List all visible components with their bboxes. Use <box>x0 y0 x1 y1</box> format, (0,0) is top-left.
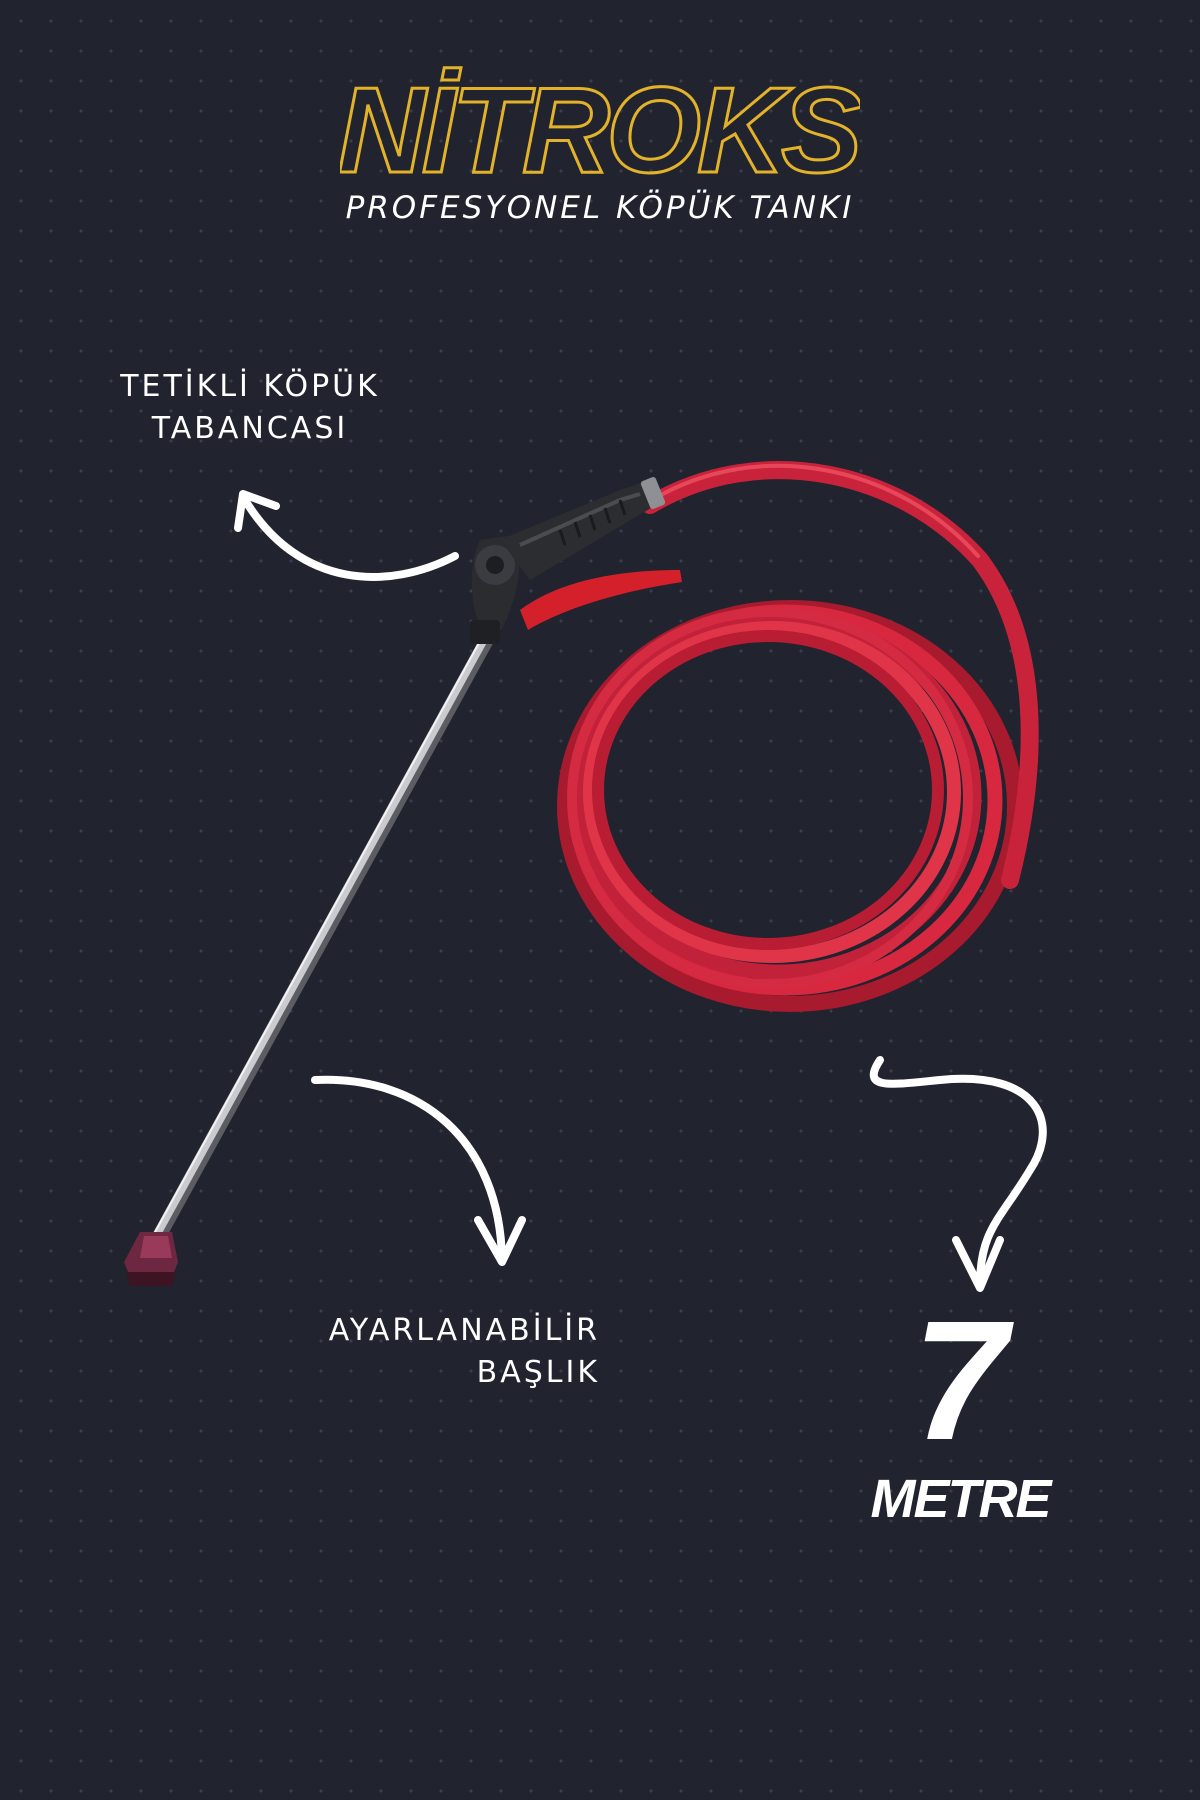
label-trigger-gun-line-2: TABANCASI <box>151 411 349 446</box>
brand-logo-text: NİTROKS <box>340 62 860 190</box>
spray-lance <box>151 631 495 1245</box>
arrow-to-nozzle-label-icon <box>311 1075 526 1266</box>
hose-coil <box>557 461 1039 1012</box>
arrow-to-hose-length-icon <box>869 1056 1047 1292</box>
arrow-to-gun-label-icon <box>234 490 459 581</box>
label-trigger-gun-line-1: TETİKLİ KÖPÜK <box>120 369 380 404</box>
hose-length-unit: METRE <box>870 1469 1052 1529</box>
label-adjustable-nozzle: AYARLANABİLİR BAŞLIK <box>300 1310 600 1394</box>
hose-length-value: 7 <box>912 1286 1008 1476</box>
brand-logo: NİTROKS <box>340 61 860 191</box>
label-adjustable-nozzle-line-2: BAŞLIK <box>476 1355 600 1390</box>
label-adjustable-nozzle-line-1: AYARLANABİLİR <box>328 1313 600 1348</box>
nozzle <box>124 1232 178 1286</box>
trigger-gun <box>470 477 682 644</box>
label-trigger-gun: TETİKLİ KÖPÜK TABANCASI <box>110 366 390 450</box>
brand-subtitle: PROFESYONEL KÖPÜK TANKI <box>345 190 855 226</box>
